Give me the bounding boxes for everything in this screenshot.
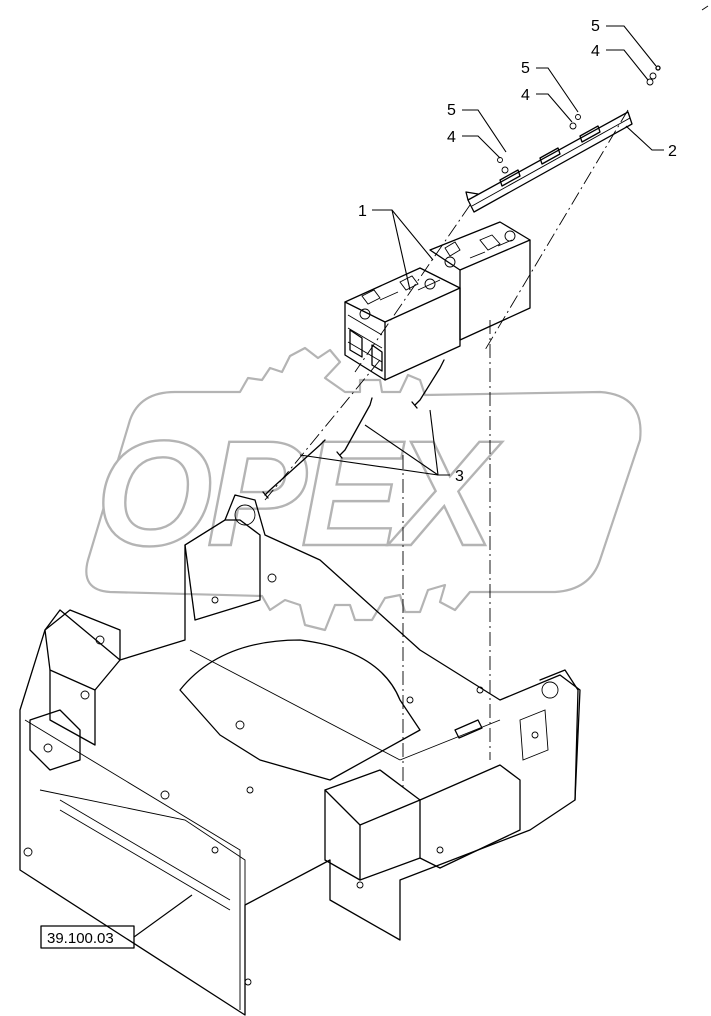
- callout-item-5-mid: 5: [521, 60, 530, 77]
- battery-pair: [344, 221, 531, 381]
- callout-item-4-mid: 4: [521, 87, 530, 104]
- battery-hold-down-bar: [465, 72, 657, 213]
- callout-item-5-left: 5: [447, 102, 456, 119]
- callout-item-4-left: 4: [447, 129, 456, 146]
- watermark-text: OPEX: [96, 409, 503, 577]
- callout-item-2: 2: [668, 143, 677, 160]
- callout-item-5-right: 5: [591, 18, 600, 35]
- callout-item-3: 3: [455, 468, 464, 485]
- hook-rods: [262, 359, 445, 499]
- nuts-and-washers: [497, 65, 661, 163]
- machine-frame: [19, 494, 581, 1016]
- callout-item-1: 1: [358, 203, 367, 220]
- callout-item-4-right: 4: [591, 43, 600, 60]
- reference-box: 39.100.03: [40, 925, 135, 949]
- corner-mark: [701, 5, 709, 11]
- reference-label: 39.100.03: [47, 930, 114, 947]
- opex-watermark: OPEX: [85, 346, 642, 632]
- leader-lines: [133, 25, 664, 938]
- callout-labels: 1 2 3 5 4 5 4 5 4: [358, 18, 677, 485]
